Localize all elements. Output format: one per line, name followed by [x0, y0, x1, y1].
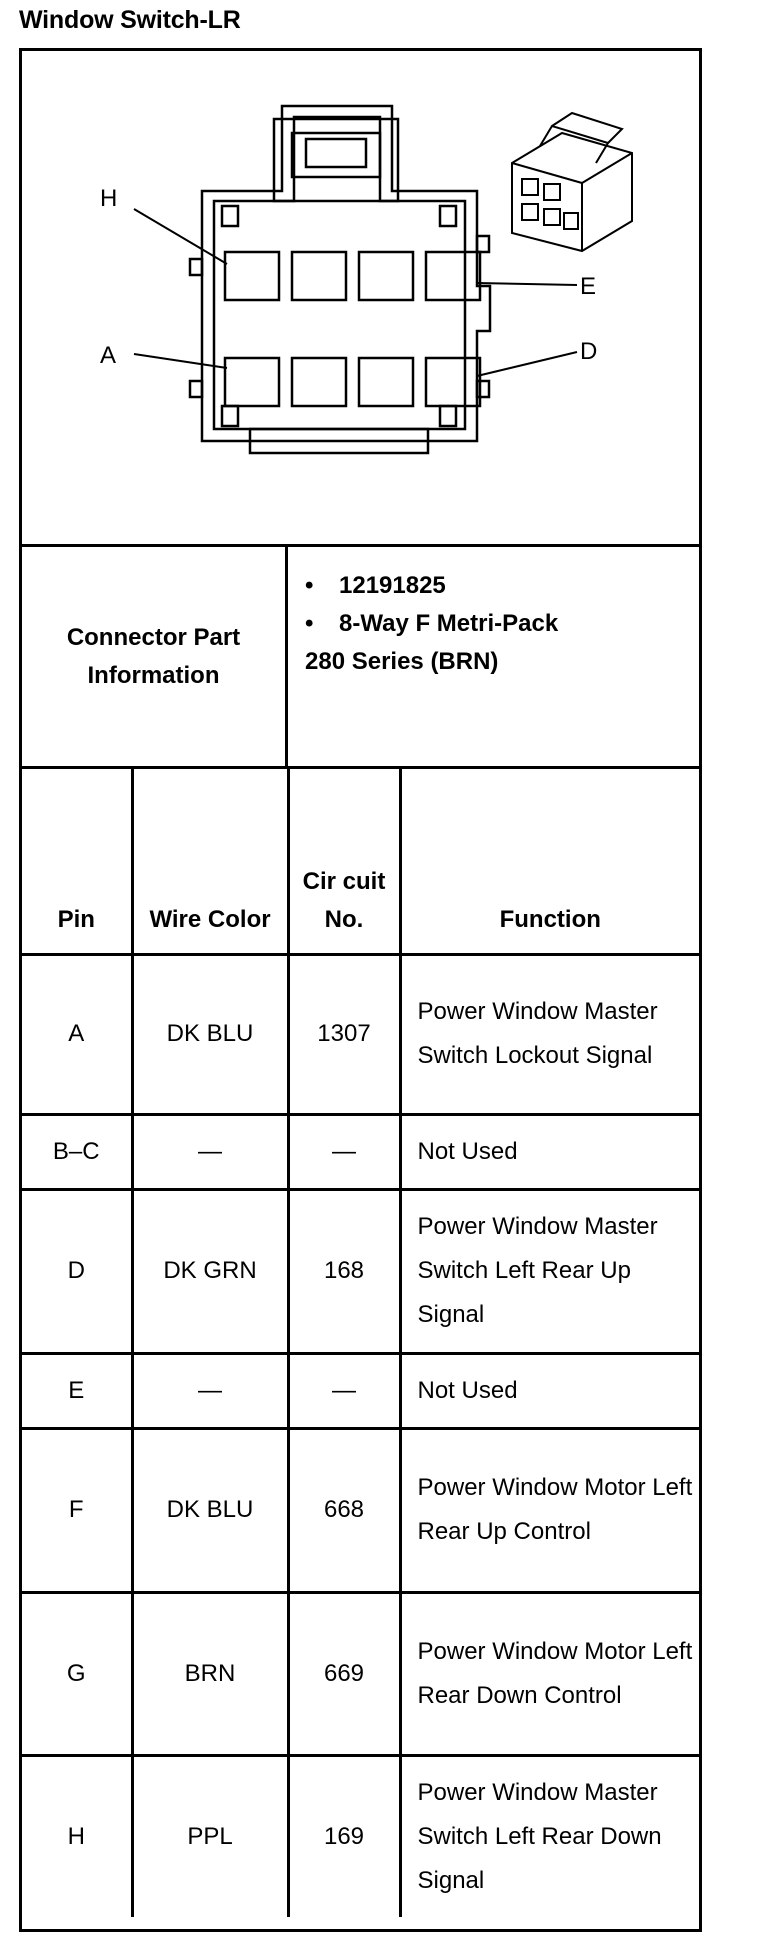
pin-label-d: D	[580, 338, 597, 365]
connector-info-item: • 12191825	[305, 567, 699, 605]
function-cell: Power Window Master Switch Lockout Signa…	[398, 952, 699, 1116]
connector-info-item: • 8-Way F Metri-Pack	[305, 605, 699, 643]
wire-color-cell: PPL	[130, 1753, 290, 1917]
pin-label-e: E	[580, 273, 596, 300]
table-row: E — — Not Used	[22, 1351, 699, 1430]
table-row: D DK GRN 168 Power Window Master Switch …	[22, 1187, 699, 1355]
function-cell: Power Window Master Switch Left Rear Dow…	[398, 1753, 699, 1917]
table-row: H PPL 169 Power Window Master Switch Lef…	[22, 1753, 699, 1917]
table-row: B–C — — Not Used	[22, 1112, 699, 1191]
connector-info-row: Connector Part Information • 12191825 • …	[22, 547, 699, 769]
header-pin: Pin	[22, 769, 134, 956]
circuit-cell: 669	[286, 1590, 402, 1757]
function-cell: Power Window Motor Left Rear Up Control	[398, 1426, 699, 1594]
pin-cell: E	[22, 1351, 134, 1430]
circuit-cell: 668	[286, 1426, 402, 1594]
circuit-cell: 1307	[286, 952, 402, 1116]
pin-cell: H	[22, 1753, 134, 1917]
function-cell: Not Used	[398, 1112, 699, 1191]
connector-outline	[188, 104, 492, 455]
connector-table-frame: H A E D Connector Part Information •	[19, 48, 702, 1932]
connector-face-diagram: H A E D	[100, 104, 633, 455]
wire-color-cell: —	[130, 1112, 290, 1191]
connector-type: 8-Way F Metri-Pack	[339, 610, 559, 637]
circuit-cell: —	[286, 1351, 402, 1430]
connector-3d-view-icon	[511, 111, 633, 253]
pin-leader-lines	[133, 208, 578, 377]
circuit-cell: 169	[286, 1753, 402, 1917]
wire-color-cell: —	[130, 1351, 290, 1430]
page-title: Window Switch-LR	[19, 6, 241, 34]
wire-color-cell: DK BLU	[130, 1426, 290, 1594]
pin-cell: F	[22, 1426, 134, 1594]
function-cell: Not Used	[398, 1351, 699, 1430]
circuit-cell: 168	[286, 1187, 402, 1355]
pin-cell: B–C	[22, 1112, 134, 1191]
connector-info-label: Connector Part Information	[22, 547, 288, 766]
pin-table-header-row: Pin Wire Color Cir cuit No. Function	[22, 769, 699, 956]
bullet-icon: •	[305, 610, 314, 637]
connector-series: 280 Series (BRN)	[305, 648, 499, 675]
pin-label-h: H	[100, 185, 117, 212]
wire-color-cell: DK GRN	[130, 1187, 290, 1355]
wire-color-cell: BRN	[130, 1590, 290, 1757]
pin-cell: A	[22, 952, 134, 1116]
function-cell: Power Window Master Switch Left Rear Up …	[398, 1187, 699, 1355]
pin-label-a: A	[100, 342, 116, 369]
connector-diagram-cell: H A E D	[22, 51, 699, 547]
header-function: Function	[398, 769, 699, 956]
wire-color-cell: DK BLU	[130, 952, 290, 1116]
header-circuit-no: Cir cuit No.	[286, 769, 402, 956]
function-cell: Power Window Motor Left Rear Down Contro…	[398, 1590, 699, 1757]
pin-table: Pin Wire Color Cir cuit No. Function A D…	[22, 769, 699, 1917]
circuit-cell: —	[286, 1112, 402, 1191]
header-wire-color: Wire Color	[130, 769, 290, 956]
pin-cell: G	[22, 1590, 134, 1757]
table-row: A DK BLU 1307 Power Window Master Switch…	[22, 952, 699, 1116]
connector-part-number: 12191825	[339, 572, 446, 599]
pin-cell: D	[22, 1187, 134, 1355]
table-row: G BRN 669 Power Window Motor Left Rear D…	[22, 1590, 699, 1757]
table-row: F DK BLU 668 Power Window Motor Left Rea…	[22, 1426, 699, 1594]
pin-cavities	[223, 250, 482, 408]
connector-info-value: • 12191825 • 8-Way F Metri-Pack 280 Seri…	[288, 547, 699, 766]
bullet-icon: •	[305, 572, 314, 599]
